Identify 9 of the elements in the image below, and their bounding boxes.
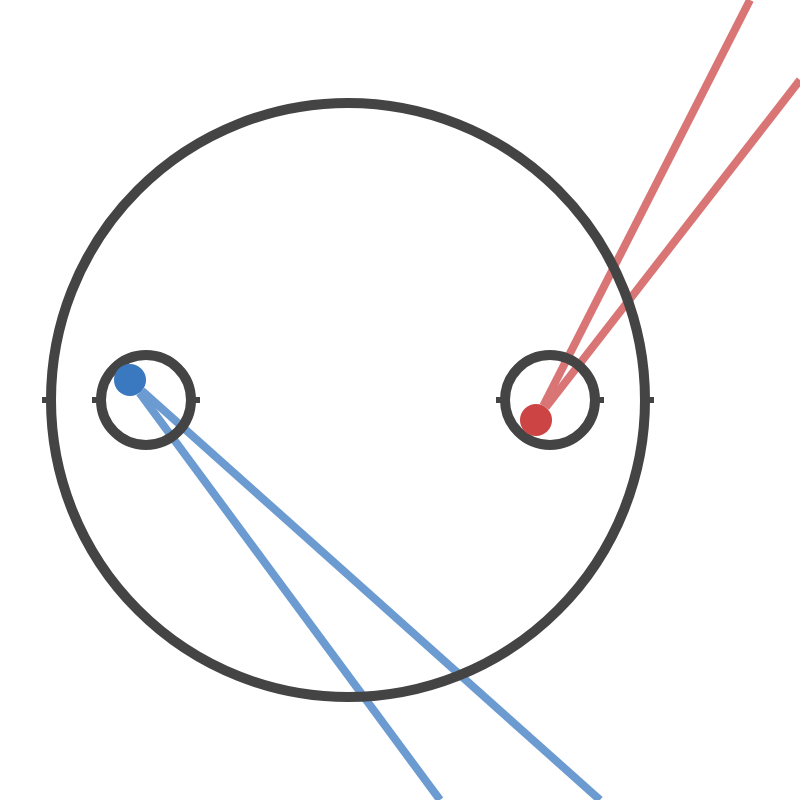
outer-circle: [46, 98, 650, 702]
inner-circle: [500, 350, 600, 450]
line: [139, 387, 603, 800]
line: [539, 0, 754, 408]
dot: [114, 364, 146, 396]
dot: [520, 404, 552, 436]
line: [542, 77, 800, 410]
line: [136, 390, 444, 800]
inner-circle: [96, 350, 196, 450]
